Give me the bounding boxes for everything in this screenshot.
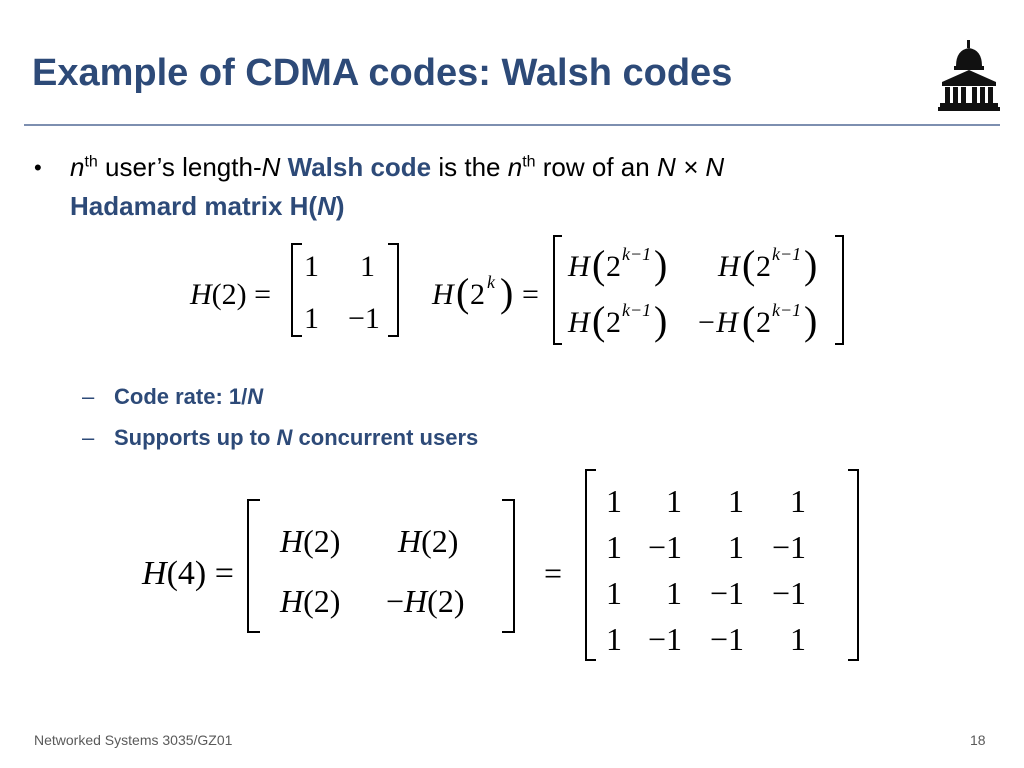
- walsh4-cell: 1: [728, 483, 744, 519]
- N-var: N: [247, 384, 264, 409]
- walsh-code-term: Walsh code: [287, 152, 432, 182]
- walsh4-cell: 1: [790, 621, 806, 657]
- main-bullet-text: nth user’s length-N Walsh code is the nt…: [70, 148, 890, 226]
- eq1-right-bracket: [388, 243, 399, 337]
- walsh4-cell: 1: [666, 575, 682, 611]
- walsh-4-matrix: 1 1 1 1 1 −1 1 −1 1 1 −1 −1 1 −1 −1 1: [606, 483, 806, 657]
- eq2-left-bracket: [553, 235, 562, 345]
- eq2-exp: k−1: [772, 244, 801, 264]
- page-number: 18: [970, 732, 986, 748]
- eq3-equals: =: [544, 555, 562, 591]
- eq1-lhs: H(2) =: [189, 278, 271, 311]
- eq2-paren: ): [804, 298, 817, 343]
- eq1-cell: −1: [348, 302, 380, 335]
- th-sup: th: [522, 153, 536, 171]
- eq2-cell-H: H: [567, 250, 592, 283]
- N-var: N: [261, 152, 281, 182]
- text-run: user’s length-: [97, 152, 262, 182]
- dash: –: [82, 384, 95, 409]
- walsh4-cell: 1: [606, 483, 622, 519]
- walsh4-cell: 1: [606, 529, 622, 565]
- n-var: n: [507, 152, 523, 182]
- th-sup: th: [84, 153, 98, 171]
- eq2-lhs-paren: ): [500, 270, 513, 315]
- eq3-block: −H(2): [386, 583, 464, 619]
- eq2-paren: ): [654, 242, 667, 287]
- eq2-cell-H: H: [717, 250, 742, 283]
- dash: –: [82, 425, 95, 450]
- eq2-lhs-base: 2: [470, 278, 485, 311]
- eq2-right-bracket: [835, 235, 844, 345]
- eq1-cell: 1: [304, 250, 319, 283]
- hadamard-4-equation: H(4) = H(2) H(2) H(2) −H(2) = 1 1 1 1 1 −1 1 −1…: [141, 469, 859, 661]
- text-run: ): [335, 191, 345, 221]
- eq2-lhs-exp: k: [487, 272, 496, 292]
- eq2-base: 2: [756, 250, 771, 283]
- walsh4-cell: −1: [710, 621, 744, 657]
- walsh4-left-bracket: [585, 469, 596, 661]
- title-divider: [24, 124, 1000, 126]
- walsh4-cell: −1: [772, 529, 806, 565]
- eq2-lhs-eq: =: [522, 278, 539, 311]
- walsh4-cell: 1: [790, 483, 806, 519]
- bullet-dot: •: [34, 155, 42, 180]
- eq1-left-bracket: [291, 243, 302, 337]
- eq2-paren: (: [742, 298, 755, 343]
- eq2-lhs-paren: (: [456, 270, 469, 315]
- text-run: concurrent users: [292, 425, 479, 450]
- code-rate-text: Code rate: 1/N: [114, 384, 263, 410]
- footer-course: Networked Systems 3035/GZ01: [34, 732, 233, 748]
- eq2-cell-H: H: [567, 306, 592, 339]
- text-run: Supports up to: [114, 425, 277, 450]
- eq2-exp: k−1: [622, 300, 651, 320]
- hadamard-definition-equations: H(2) = 1 1 1 −1 H ( 2 k ) = H ( 2 k−1 ) …: [189, 235, 844, 345]
- eq2-paren: (: [592, 298, 605, 343]
- text-run: is the: [431, 152, 508, 182]
- eq2-paren: ): [804, 242, 817, 287]
- eq3-block: H(2): [279, 583, 340, 619]
- eq2-paren: (: [742, 242, 755, 287]
- eq2-paren: (: [592, 242, 605, 287]
- eq3-left-bracket: [247, 499, 260, 633]
- walsh4-cell: 1: [666, 483, 682, 519]
- eq2-exp: k−1: [772, 300, 801, 320]
- eq2-base: 2: [606, 306, 621, 339]
- eq1-cell: 1: [304, 302, 319, 335]
- N-var: N: [317, 191, 336, 221]
- supports-text: Supports up to N concurrent users: [114, 425, 478, 451]
- eq3-block: H(2): [279, 523, 340, 559]
- walsh4-right-bracket: [848, 469, 859, 661]
- text-run: Code rate: 1/: [114, 384, 248, 409]
- eq3-lhs: H(4) =: [141, 555, 234, 592]
- walsh4-cell: −1: [772, 575, 806, 611]
- walsh4-cell: 1: [606, 575, 622, 611]
- eq2-lhs-H: H: [431, 278, 456, 311]
- n-var: n: [70, 152, 85, 182]
- eq2-base: 2: [756, 306, 771, 339]
- eq3-right-bracket: [502, 499, 515, 633]
- eq1-cell: 1: [360, 250, 375, 283]
- walsh4-cell: −1: [648, 621, 682, 657]
- eq2-base: 2: [606, 250, 621, 283]
- walsh4-cell: −1: [648, 529, 682, 565]
- walsh4-cell: 1: [606, 621, 622, 657]
- N-var: N: [276, 425, 293, 450]
- university-building-icon: [938, 40, 1000, 111]
- text-run: Hadamard matrix H(: [70, 191, 318, 221]
- walsh4-cell: 1: [728, 529, 744, 565]
- NxN-var: N × N: [656, 152, 725, 182]
- eq2-cell-negH: −H: [696, 306, 740, 339]
- eq3-block: H(2): [397, 523, 458, 559]
- text-run: row of an: [535, 152, 657, 182]
- eq2-exp: k−1: [622, 244, 651, 264]
- hadamard-term: Hadamard matrix H(N): [70, 191, 345, 221]
- walsh4-cell: −1: [710, 575, 744, 611]
- eq2-paren: ): [654, 298, 667, 343]
- slide-title: Example of CDMA codes: Walsh codes: [32, 52, 733, 94]
